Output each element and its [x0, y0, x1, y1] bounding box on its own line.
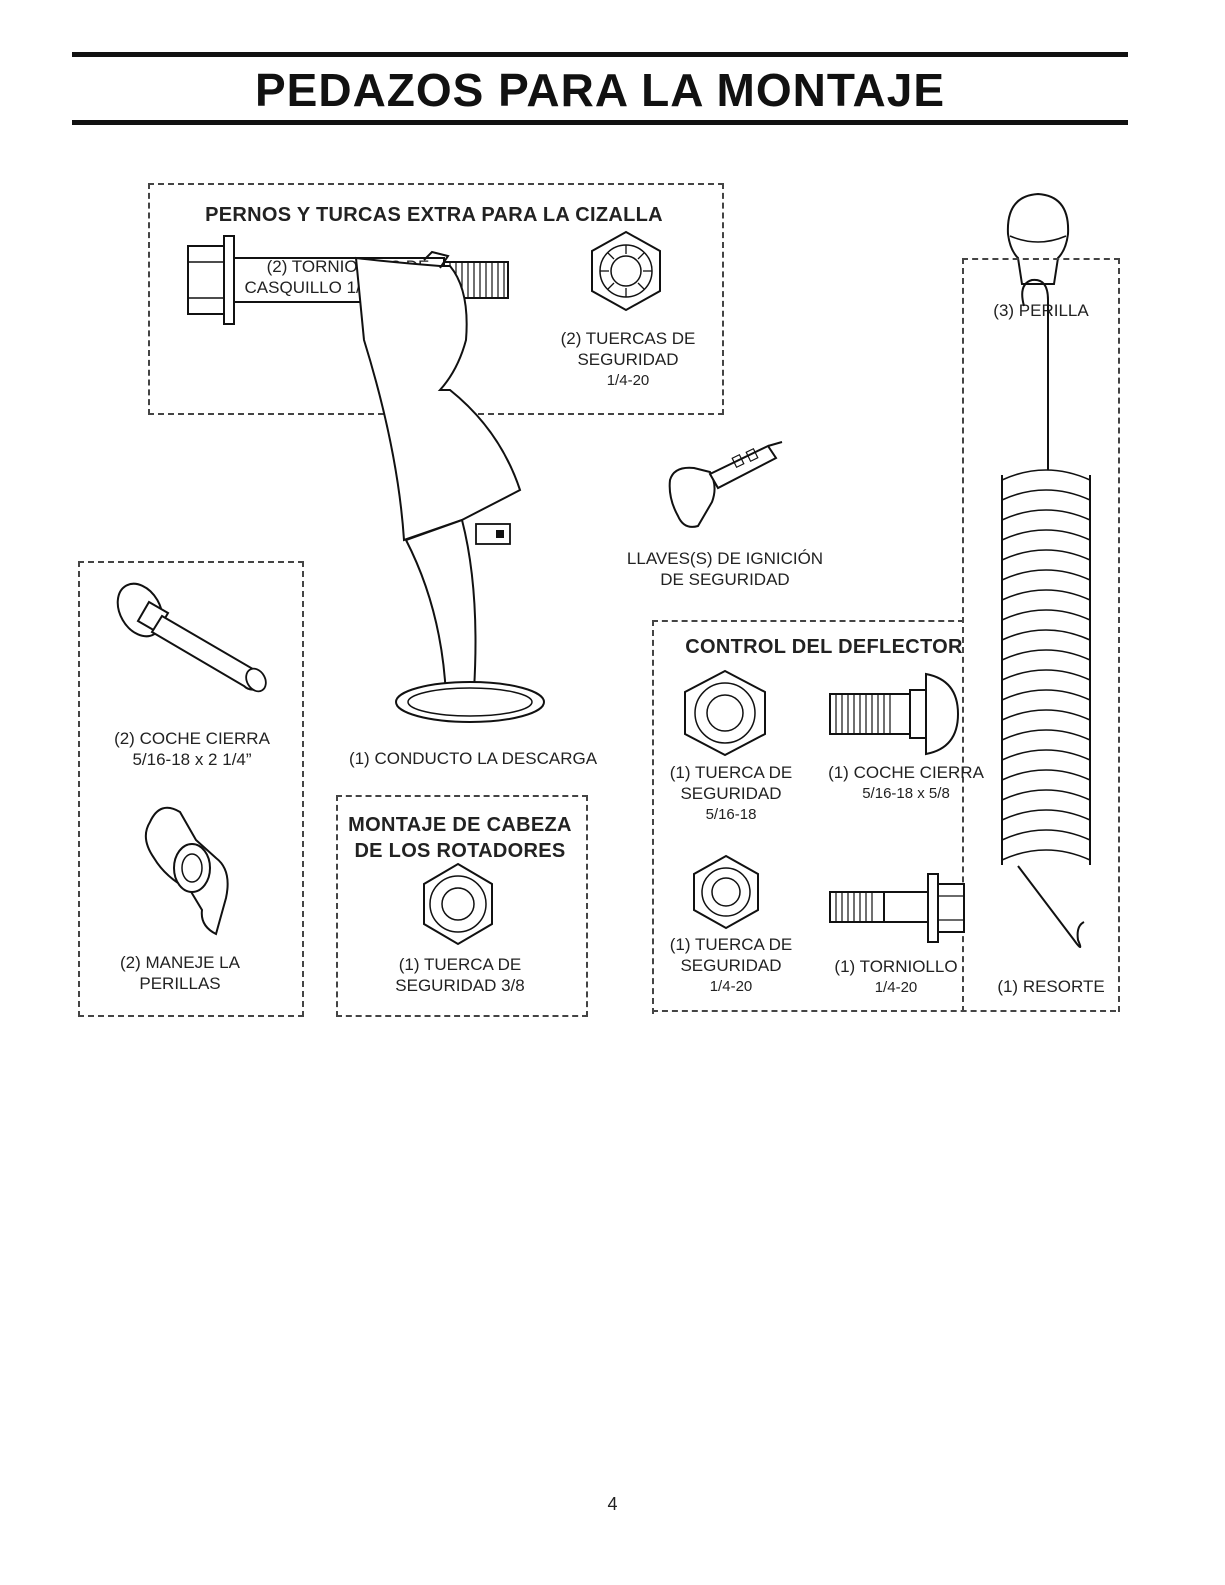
shear-nut-line1: (2) TUERCAS DE	[560, 329, 696, 348]
handle-knobs-line1: (2) MANEJE LA	[120, 953, 240, 972]
ignition-key-label: LLAVES(S) DE IGNICIÓN DE SEGURIDAD	[600, 548, 850, 590]
knob-icon	[1000, 190, 1076, 290]
deflector-nut-a-line3: 5/16-18	[705, 806, 757, 823]
ignition-key-line2: DE SEGURIDAD	[660, 570, 790, 589]
shear-nut-line2: SEGURIDAD	[577, 350, 679, 369]
rotator-heading-line2: DE LOS ROTADORES	[354, 840, 566, 862]
lock-nut-icon	[420, 862, 496, 946]
deflector-nut-b-line3: 1/4-20	[709, 978, 753, 995]
page-title: PEDAZOS PARA LA MONTAJE	[254, 64, 946, 116]
deflector-box-bottom	[652, 1010, 1116, 1012]
deflector-nut-b-line2: SEGURIDAD	[680, 956, 782, 975]
hex-bolt-icon	[826, 870, 968, 946]
deflector-bolt-a-line1: (1) COCHE CIERRA	[828, 763, 984, 782]
spring-label: (1) RESORTE	[997, 977, 1105, 996]
handle-knobs-line2: PERILLAS	[139, 974, 221, 993]
rotator-nut-label: (1) TUERCA DE SEGURIDAD 3/8	[350, 954, 570, 996]
carriage-bolt-box	[78, 561, 304, 1017]
deflector-bolt-b-label: (1) TORNIOLLO 1/4-20	[816, 956, 976, 998]
deflector-nut-a-line2: SEGURIDAD	[680, 784, 782, 803]
lock-nut-icon	[680, 668, 770, 758]
chute-label: (1) CONDUCTO LA DESCARGA	[348, 749, 598, 768]
deflector-nut-a-label: (1) TUERCA DE SEGURIDAD 5/16-18	[656, 762, 806, 825]
deflector-nut-a-line1: (1) TUERCA DE	[669, 763, 793, 782]
deflector-bolt-b-line2: 1/4-20	[874, 979, 918, 996]
page-number: 4	[607, 1494, 618, 1514]
handle-knobs-label: (2) MANEJE LA PERILLAS	[92, 952, 268, 994]
shear-nut-label: (2) TUERCAS DE SEGURIDAD 1/4-20	[540, 328, 716, 391]
deflector-bolt-b-line1: (1) TORNIOLLO	[834, 957, 958, 976]
rotator-box	[336, 795, 588, 1017]
carriage-bolt-label: (2) COCHE CIERRA 5/16-18 x 2 1/4”	[92, 728, 292, 770]
rotator-heading-line1: MONTAJE DE CABEZA	[348, 814, 572, 836]
deflector-nut-b-line1: (1) TUERCA DE	[669, 935, 793, 954]
knob-label: (3) PERILLA	[993, 301, 1089, 320]
spring-box	[962, 258, 1120, 1012]
carriage-bolt-icon	[110, 576, 278, 696]
shear-nut-line3: 1/4-20	[606, 372, 650, 389]
spring-icon	[988, 270, 1104, 970]
lock-nut-icon	[690, 854, 762, 930]
ignition-key-line1: LLAVES(S) DE IGNICIÓN	[626, 549, 824, 568]
rotator-nut-line2: SEGURIDAD 3/8	[395, 976, 525, 995]
carriage-bolt-icon	[826, 670, 960, 758]
deflector-nut-b-label: (1) TUERCA DE SEGURIDAD 1/4-20	[656, 934, 806, 997]
chute-icon	[350, 250, 550, 730]
wing-handle-icon	[140, 798, 240, 940]
deflector-heading: CONTROL DEL DEFLECTOR	[685, 636, 963, 658]
deflector-bolt-a-label: (1) COCHE CIERRA 5/16-18 x 5/8	[826, 762, 986, 804]
shear-pins-heading: PERNOS Y TURCAS EXTRA PARA LA CIZALLA	[205, 204, 663, 226]
carriage-bolt-line2: 5/16-18 x 2 1/4”	[132, 750, 252, 769]
lock-nut-icon	[588, 230, 664, 312]
deflector-box	[652, 620, 964, 1014]
bottom-rule	[72, 120, 1128, 125]
ignition-key-icon	[664, 440, 788, 536]
top-rule	[72, 52, 1128, 57]
deflector-bolt-a-line2: 5/16-18 x 5/8	[862, 785, 950, 802]
rotator-nut-line1: (1) TUERCA DE	[398, 955, 522, 974]
rotator-heading: MONTAJE DE CABEZA DE LOS ROTADORES	[336, 812, 584, 864]
hex-bolt-icon	[184, 232, 522, 328]
carriage-bolt-line1: (2) COCHE CIERRA	[114, 729, 270, 748]
